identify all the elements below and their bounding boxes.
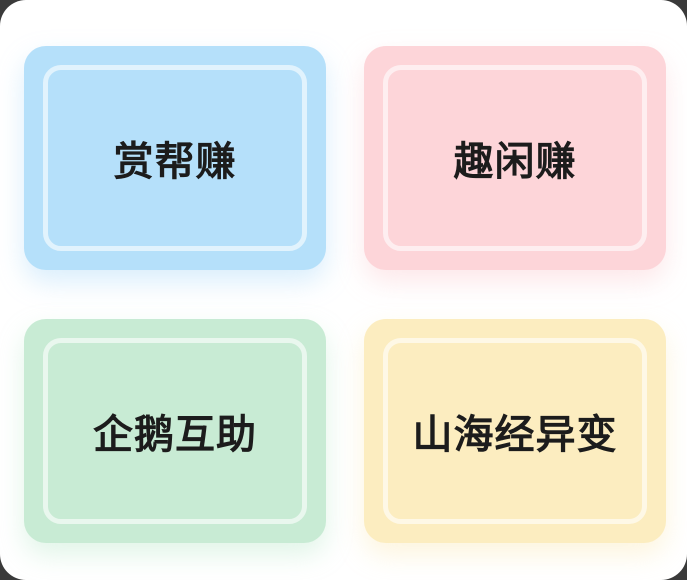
- card-quxianzhuan[interactable]: 趣闲赚: [364, 46, 666, 270]
- card-label: 赏帮赚: [113, 139, 237, 185]
- card-label: 企鹅互助: [93, 412, 257, 458]
- card-label: 趣闲赚: [453, 139, 577, 185]
- card-qiehuzhu[interactable]: 企鹅互助: [24, 319, 326, 543]
- card-label: 山海经异变: [412, 412, 618, 458]
- card-inner-frame: 企鹅互助: [43, 338, 307, 524]
- card-shanhaijing-yibian[interactable]: 山海经异变: [364, 319, 666, 543]
- card-inner-frame: 趣闲赚: [383, 65, 647, 251]
- card-inner-frame: 山海经异变: [383, 338, 647, 524]
- card-inner-frame: 赏帮赚: [43, 65, 307, 251]
- card-shangbangzhuan[interactable]: 赏帮赚: [24, 46, 326, 270]
